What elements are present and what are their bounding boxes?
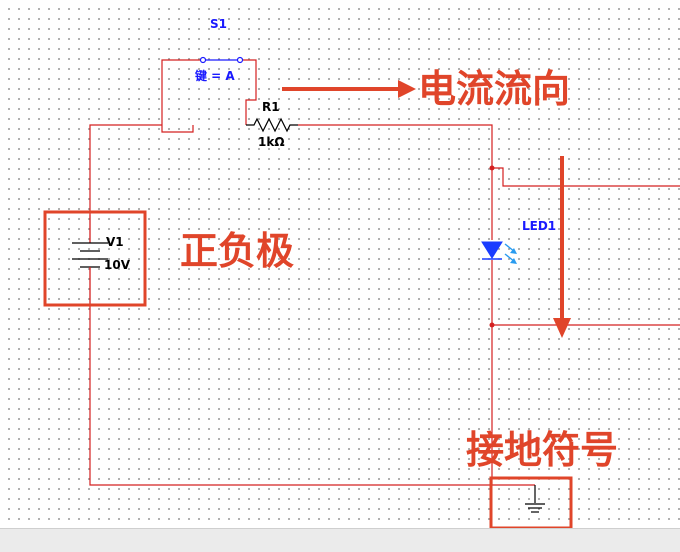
switch-key-label: 键 = A [194, 68, 235, 83]
ground-symbol[interactable] [525, 485, 545, 513]
wire-switch-to-resistor[interactable] [161, 125, 194, 133]
annotation-polarity: 正负极 [180, 229, 294, 273]
led-1[interactable]: LED1 [481, 219, 556, 264]
battery-ref-label: V1 [106, 235, 124, 249]
wire-switch-right-lead[interactable] [240, 59, 257, 125]
annotation-ground-symbol: 接地符号 [466, 428, 618, 472]
led-ref-label: LED1 [522, 219, 556, 233]
ground-highlight-box [489, 476, 573, 528]
switch-s1[interactable]: S1 键 = A [194, 17, 244, 83]
resistor-r1[interactable]: R1 1kΩ [246, 100, 298, 149]
switch-contact [236, 56, 244, 64]
circuit-wires [89, 59, 680, 486]
polarity-highlight-box [43, 210, 147, 307]
junction-dot [489, 165, 495, 171]
led-triangle [481, 241, 503, 259]
schematic-canvas[interactable]: S1 键 = A R1 1kΩ V1 10V LED1 [0, 0, 680, 528]
resistor-value-label: 1kΩ [258, 135, 285, 149]
wire-switch-left-lead[interactable] [161, 59, 203, 125]
switch-contact [199, 56, 207, 64]
battery-v1[interactable] [72, 215, 108, 305]
wire-top-left[interactable] [89, 124, 162, 215]
led-ray-arrow [510, 248, 517, 254]
wire-led-branch-top[interactable] [492, 167, 680, 187]
wire-top-right[interactable] [298, 124, 493, 168]
status-bar [0, 528, 680, 552]
led-ray-arrow [510, 258, 517, 264]
switch-ref-label: S1 [210, 17, 227, 31]
circuit-diagram: S1 键 = A R1 1kΩ V1 10V LED1 [43, 17, 680, 528]
annotation-current-flow: 电流流向 [418, 67, 570, 111]
current-arrow-right [282, 80, 416, 98]
current-arrow-down [553, 156, 571, 338]
junction-dot [489, 322, 495, 328]
battery-value-label: 10V [104, 258, 131, 272]
resistor-zigzag [246, 117, 298, 133]
resistor-ref-label: R1 [262, 100, 280, 114]
wire-bottom[interactable] [89, 305, 535, 486]
